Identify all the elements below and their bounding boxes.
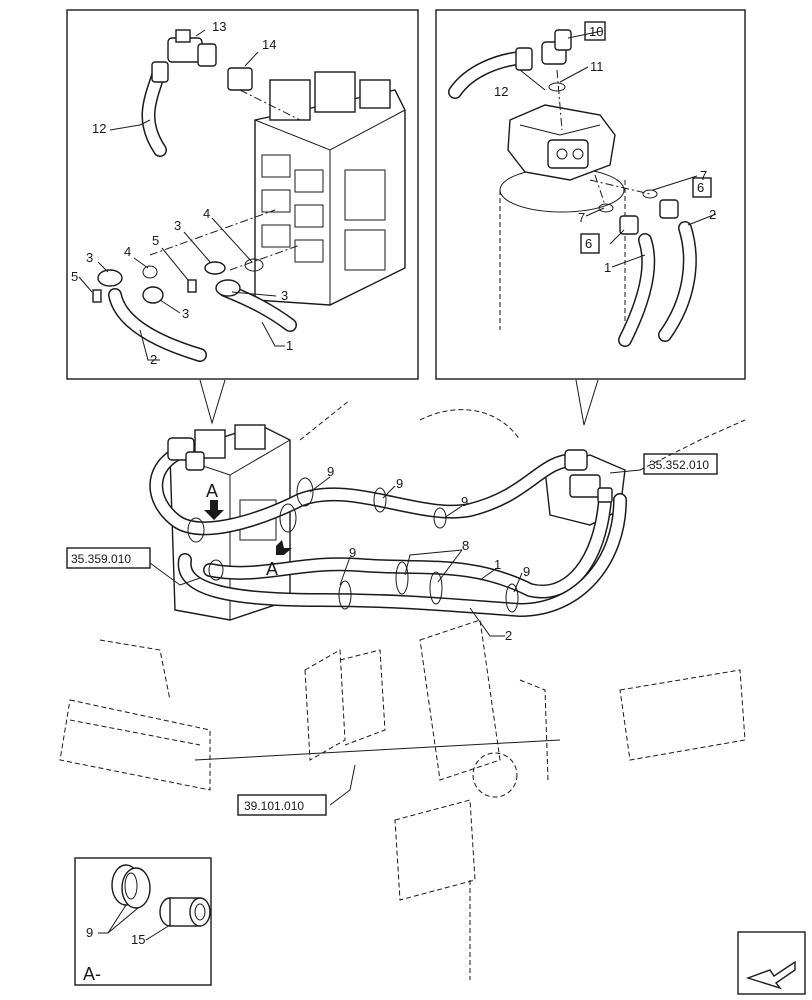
main-hose-2 <box>177 493 627 618</box>
detail-panel-a <box>74 857 212 986</box>
callout-2-right: 2 <box>709 207 716 222</box>
arrow-icon <box>745 960 796 990</box>
view-marker-upper: A <box>206 481 218 501</box>
detail-panel-motor <box>435 9 746 380</box>
bolt-5b <box>187 279 197 293</box>
callout-8: 8 <box>462 538 469 553</box>
flange-half-3c <box>204 261 226 275</box>
callout-6-left: 6 <box>585 236 592 251</box>
machine-outline <box>59 399 746 980</box>
callout-3-lower: 3 <box>182 306 189 321</box>
ref-box-352 <box>643 453 718 475</box>
view-marker-lower: A <box>266 559 278 579</box>
hose-12-right <box>448 47 533 99</box>
ref-label-359: 35.359.010 <box>71 552 131 566</box>
callout-2-left: 2 <box>150 352 157 367</box>
callout-9-d: 9 <box>349 545 356 560</box>
ref-label-352: 35.352.010 <box>649 458 709 472</box>
callout-5-left: 5 <box>71 269 78 284</box>
callout-1-main: 1 <box>494 557 501 572</box>
callout-2-main: 2 <box>505 628 512 643</box>
callout-3-upper: 3 <box>174 218 181 233</box>
sleeve-15-detail <box>159 897 211 927</box>
ref-box-101 <box>237 794 327 816</box>
clamp-9-detail <box>111 864 151 909</box>
main-adapter-14 <box>185 451 205 471</box>
callout-12-left: 12 <box>92 121 106 136</box>
hose-clamps <box>187 477 519 613</box>
adapter-14 <box>227 67 253 91</box>
callout-4-upper: 4 <box>203 206 210 221</box>
main-hose-1 <box>203 493 612 599</box>
callout-1-left: 1 <box>286 338 293 353</box>
o-ring-7b <box>598 203 614 213</box>
view-a-arrow-lower <box>276 540 292 555</box>
o-ring-4b <box>244 258 264 272</box>
callout-10: 10 <box>589 24 603 39</box>
callout-9-b: 9 <box>396 476 403 491</box>
hose-12-left <box>141 61 169 157</box>
callout-3-right: 3 <box>281 288 288 303</box>
callout-4-left: 4 <box>124 244 131 259</box>
control-valve-block <box>254 71 406 306</box>
bolt-5a <box>92 289 102 303</box>
callout-7-left: 7 <box>578 210 585 225</box>
hose-2-right <box>658 221 697 342</box>
callout-11: 11 <box>590 59 604 74</box>
callout-9-a: 9 <box>327 464 334 479</box>
adapter-6a <box>659 199 679 219</box>
ref-box-359 <box>66 547 151 569</box>
callout-15: 15 <box>131 932 145 947</box>
callout-14: 14 <box>262 37 276 52</box>
o-ring-11 <box>548 82 566 92</box>
flange-half-3b <box>142 286 164 304</box>
callout-5-upper: 5 <box>152 233 159 248</box>
callout-box-10 <box>584 21 606 41</box>
flange-half-3d <box>215 279 241 297</box>
callout-7-right: 7 <box>700 168 707 183</box>
flange-half-3a <box>97 269 123 287</box>
arrow-icon-frame <box>737 931 806 995</box>
o-ring-7a <box>642 189 658 199</box>
panel-pointer-left <box>199 379 226 425</box>
hose-1-right <box>618 233 656 347</box>
callout-13: 13 <box>212 19 226 34</box>
callout-1-right: 1 <box>604 260 611 275</box>
callout-9-detail: 9 <box>86 925 93 940</box>
adapter-6b <box>619 215 639 235</box>
callout-9-c: 9 <box>461 494 468 509</box>
main-adapter-6 <box>597 487 613 503</box>
hose-2-left <box>108 288 207 362</box>
swing-motor <box>499 104 626 330</box>
callout-6-right: 6 <box>697 180 704 195</box>
view-a-arrow-upper <box>204 500 224 520</box>
callout-3-left: 3 <box>86 250 93 265</box>
callout-box-6-left <box>580 233 600 254</box>
main-hose-12 <box>149 448 582 536</box>
callout-box-6-right <box>692 177 712 198</box>
elbow-fitting-13 <box>167 29 217 67</box>
ref-label-101: 39.101.010 <box>244 799 304 813</box>
main-elbow-10 <box>564 449 588 471</box>
elbow-fitting-10 <box>541 29 572 65</box>
panel-pointer-right <box>575 379 599 426</box>
callout-9-e: 9 <box>523 564 530 579</box>
detail-a-label: A- <box>83 964 101 984</box>
o-ring-4a <box>142 265 158 279</box>
callout-12-right: 12 <box>494 84 508 99</box>
detail-panel-valve <box>66 9 419 380</box>
